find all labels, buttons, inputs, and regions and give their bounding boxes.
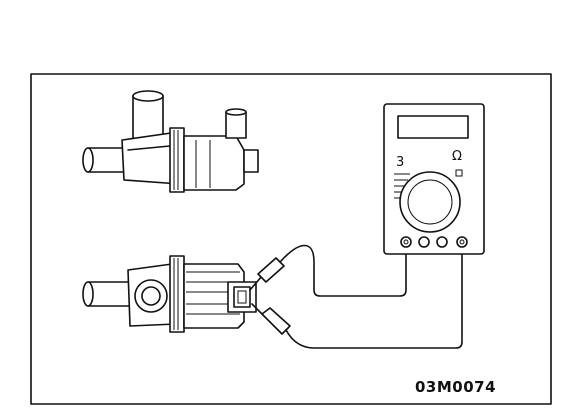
meter-terminals <box>400 236 468 248</box>
solenoid-valve-bottom-icon <box>82 255 257 333</box>
figure-code: 03M0074 <box>415 378 496 396</box>
probe-a-icon <box>257 257 285 283</box>
test-leads <box>249 244 463 349</box>
probe-b-icon <box>261 307 291 335</box>
figure-frame <box>30 73 552 405</box>
meter-ohm-mark: Ω <box>452 149 462 164</box>
solenoid-valve-top-icon <box>82 90 259 193</box>
meter-display <box>397 115 469 139</box>
meter-range-mark: 3 <box>396 155 404 170</box>
multimeter-icon: 3 Ω <box>383 103 485 255</box>
